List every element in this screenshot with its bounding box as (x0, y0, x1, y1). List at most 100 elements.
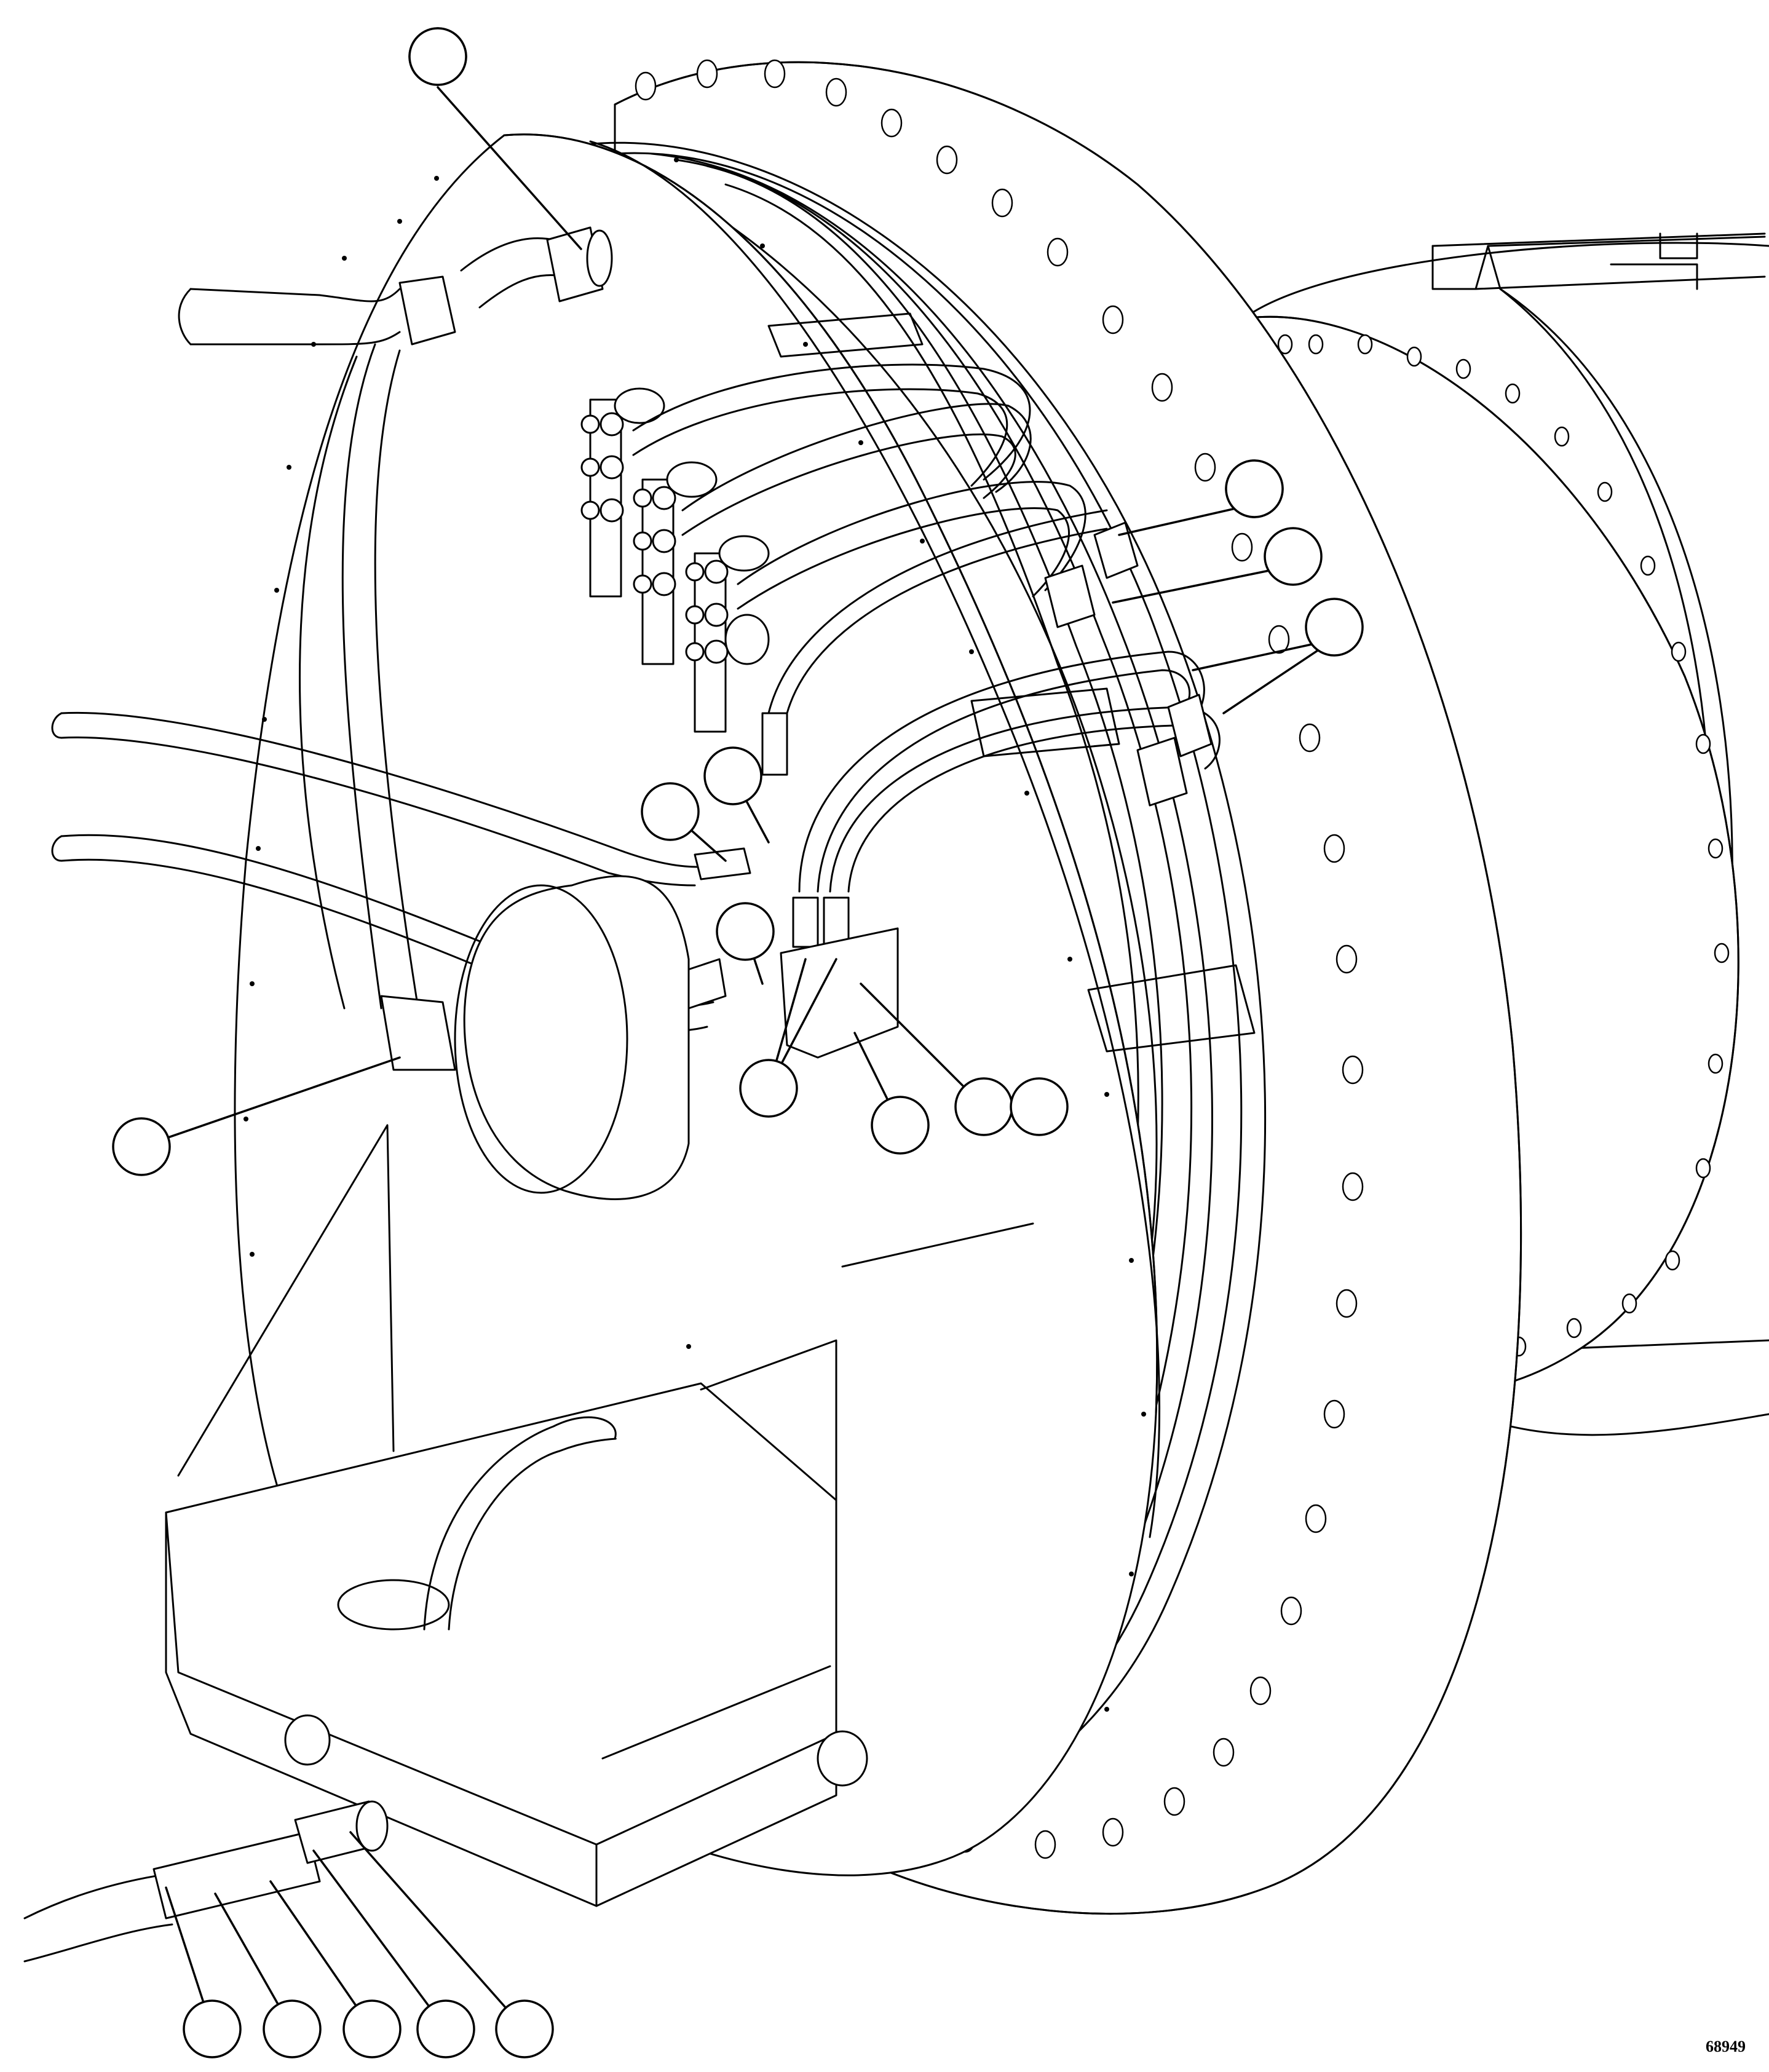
flange-bolt-hole (1280, 1596, 1302, 1626)
rivet-dot (969, 649, 974, 654)
flange-bolt-hole (936, 145, 958, 175)
rivet-dot (1141, 1412, 1146, 1417)
flange-bolt-hole (1305, 1504, 1327, 1533)
terminal-stud (685, 603, 729, 627)
callout-c10 (954, 1077, 1013, 1136)
callouts (112, 27, 1364, 2058)
flange-bolt-hole (1213, 1738, 1235, 1767)
terminal-stud (580, 412, 624, 437)
callout-c14 (263, 1999, 322, 2058)
figure-number: 68949 (1706, 2038, 1746, 2055)
callout-c04 (1305, 598, 1364, 657)
flange-bolt-hole (1034, 1830, 1056, 1859)
rivet-dot (858, 440, 863, 445)
flange-bolt-hole (1163, 1787, 1185, 1816)
rivet-dot (674, 157, 679, 162)
ring-bolt-hole (1621, 1293, 1637, 1314)
callout-c08 (739, 1059, 798, 1118)
rivet-dot (243, 1117, 248, 1121)
callout-c11 (1010, 1077, 1069, 1136)
callout-c13 (183, 1999, 242, 2058)
flange-bolt-hole (1342, 1172, 1364, 1201)
rivet-dot (434, 176, 439, 181)
ring-bolt-hole (1640, 555, 1656, 576)
rivet-dot (256, 846, 261, 851)
rivet-dot (1024, 791, 1029, 796)
ring-bolt-hole (1455, 358, 1471, 379)
terminal-stud (633, 486, 676, 510)
flange-bolt-hole (1231, 532, 1253, 562)
ring-bolt-hole (1695, 734, 1711, 754)
flange-bolt-hole (825, 77, 847, 107)
flange-bolt-hole (991, 188, 1013, 218)
lower-tank (165, 1124, 868, 1907)
flange-bolt-hole (1299, 723, 1321, 753)
flange-bolt-hole (1249, 1676, 1272, 1706)
terminal-blocks (580, 387, 770, 733)
terminal-stud (633, 572, 676, 596)
rivet-dot (262, 717, 267, 722)
flange-bolt-hole (1323, 834, 1345, 863)
rivet-dot (250, 1252, 255, 1257)
flange-bolt-hole (635, 71, 657, 101)
callout-c15 (342, 1999, 402, 2058)
callout-c05 (703, 746, 762, 805)
terminal-stud (580, 498, 624, 523)
rivet-dot (1067, 957, 1072, 962)
rivet-dot (803, 342, 808, 347)
round-housing (454, 875, 690, 1200)
rivet-dot (342, 256, 347, 261)
flange-bolt-hole (1342, 1055, 1364, 1085)
rivet-dot (1129, 1258, 1134, 1263)
flange-bolt-hole (1102, 305, 1124, 334)
flange-bolt-hole (1151, 373, 1173, 402)
callout-c12 (112, 1117, 171, 1176)
callout-c17 (495, 1999, 554, 2058)
ring-bolt-hole (1357, 334, 1373, 355)
ring-bolt-hole (1505, 383, 1521, 404)
rivet-dot (1129, 1572, 1134, 1576)
ring-bolt-hole (1671, 641, 1687, 662)
rivet-dot (397, 219, 402, 224)
rivet-dot (274, 588, 279, 593)
ring-bolt-hole (1308, 334, 1324, 355)
bottom-hose (23, 1800, 389, 1963)
flange-bolt-hole (1268, 625, 1290, 654)
callout-c09 (871, 1096, 930, 1155)
callout-c07 (716, 902, 775, 961)
flange-bolt-hole (1047, 237, 1069, 267)
ring-bolt-hole (1554, 426, 1570, 447)
terminal-stud (580, 455, 624, 480)
terminal-stud (685, 560, 729, 584)
rivet-dot (250, 981, 255, 986)
front-flange (614, 59, 1522, 1915)
rivet-dot (760, 243, 765, 248)
flange-bolt-hole (1194, 453, 1216, 482)
rivet-dot (686, 1344, 691, 1349)
flange-bolt-hole (1336, 1289, 1358, 1318)
hoses (51, 237, 1221, 1032)
flange-bolt-hole (1323, 1399, 1345, 1429)
ring-bolt-hole (1695, 1158, 1711, 1179)
ring-bolt-hole (1708, 838, 1723, 859)
terminal-stud (633, 529, 676, 553)
ring-bolt-hole (1708, 1053, 1723, 1074)
callout-c16 (416, 1999, 475, 2058)
ring-bolt-hole (1566, 1318, 1582, 1338)
ring-bolt-hole (1714, 943, 1730, 963)
flange-bolt-hole (764, 59, 786, 89)
terminal-stud (685, 639, 729, 664)
ring-bolt-hole (1277, 334, 1293, 355)
callout-c18 (408, 27, 467, 86)
rivet-dot (287, 465, 291, 470)
ring-bolt-hole (1406, 346, 1422, 367)
rivet-dot (1104, 1092, 1109, 1097)
rivet-dot (1104, 1707, 1109, 1712)
ring-bolt-hole (1597, 481, 1613, 502)
flange-bolt-hole (881, 108, 903, 138)
flange-bolt-hole (696, 59, 718, 89)
flange-bolt-hole (1336, 944, 1358, 974)
callout-c03 (1264, 527, 1323, 586)
ring-bolt-hole (1664, 1250, 1680, 1271)
